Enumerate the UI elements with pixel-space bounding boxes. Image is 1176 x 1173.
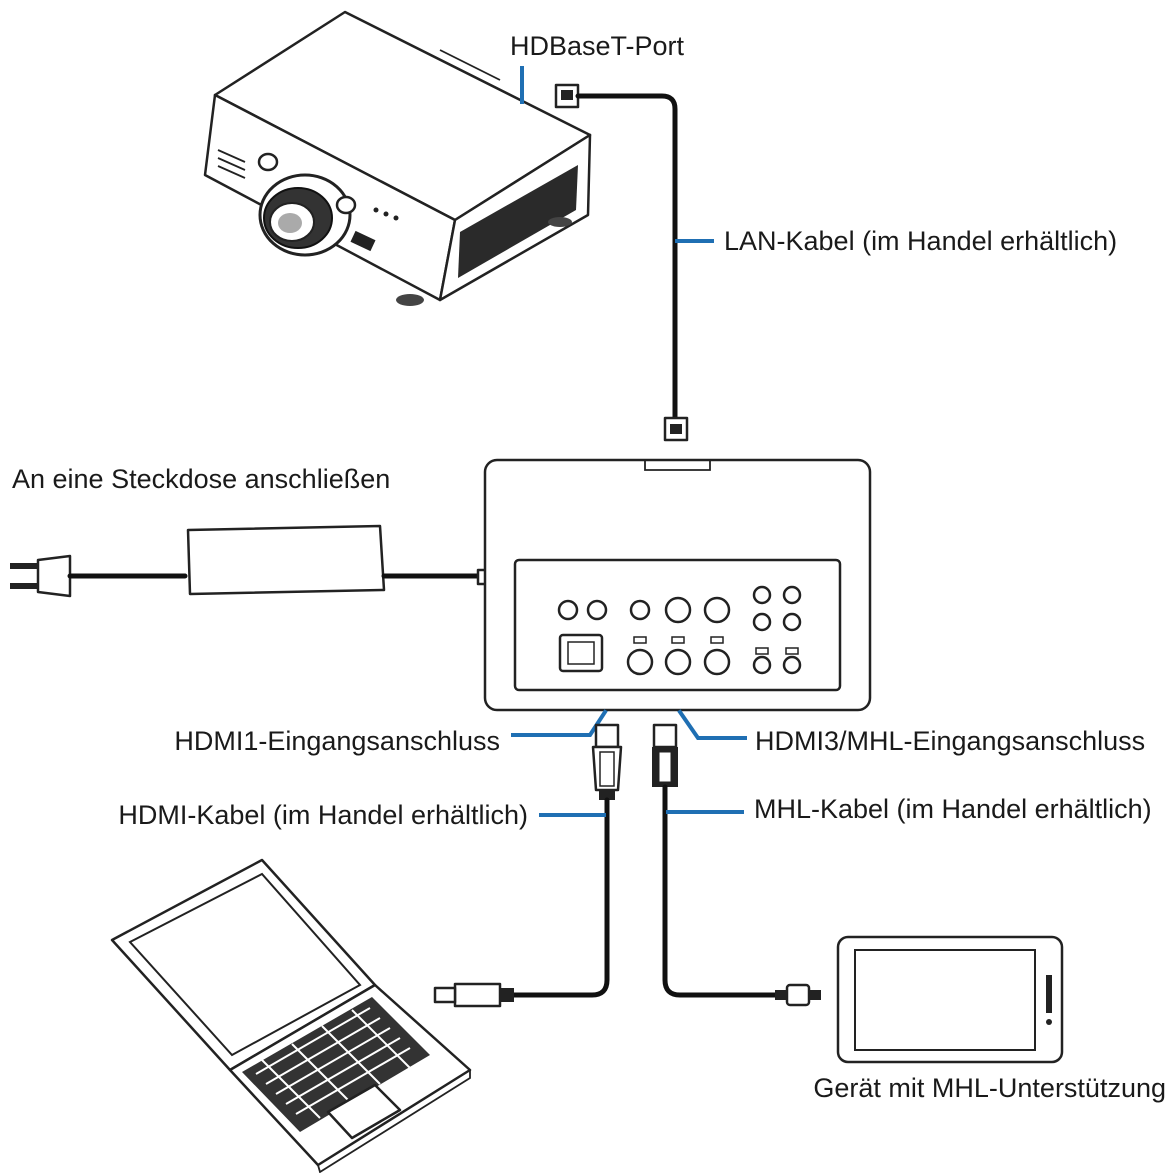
power-outlet-label: An eine Steckdose anschließen xyxy=(12,464,390,494)
hdmi3-mhl-input-leader xyxy=(677,709,747,740)
laptop-illustration xyxy=(110,858,472,1173)
projector-illustration xyxy=(203,10,592,306)
hdmi3-mhl-input-label: HDMI3/MHL-Eingangsanschluss xyxy=(755,726,1145,756)
mhl-cable-label: MHL-Kabel (im Handel erhältlich) xyxy=(754,794,1152,824)
mhl-cable xyxy=(652,723,821,1007)
hdmi1-input-label: HDMI1-Eingangsanschluss xyxy=(174,726,500,756)
hdmi-cable-label: HDMI-Kabel (im Handel erhältlich) xyxy=(118,800,528,830)
hdbaset-transmitter xyxy=(483,458,872,712)
lan-cable-label: LAN-Kabel (im Handel erhältlich) xyxy=(724,226,1117,256)
mhl-device-label: Gerät mit MHL-Unterstützung xyxy=(813,1073,1166,1103)
hdbaset-port-label: HDBaseT-Port xyxy=(510,31,685,61)
hdmi-cable xyxy=(433,723,623,1008)
tablet-illustration xyxy=(836,935,1064,1064)
lan-cable xyxy=(554,83,689,442)
hdmi1-input-leader xyxy=(511,709,608,737)
power-plug-and-adapter xyxy=(10,524,494,598)
